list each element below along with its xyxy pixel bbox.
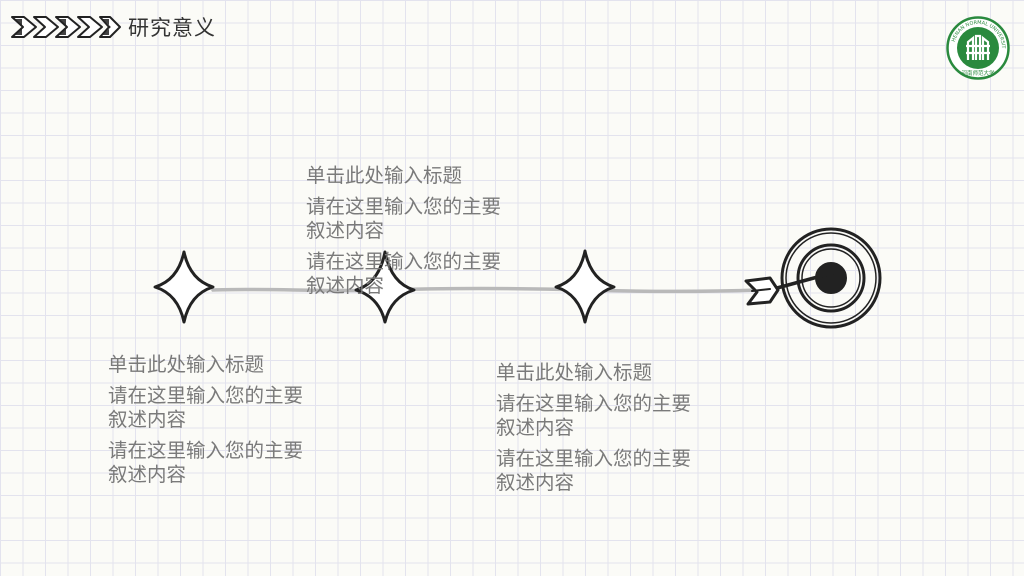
section-title: 研究意义 <box>128 16 216 40</box>
milestone-star-2 <box>354 250 416 324</box>
university-seal-icon: 河南师范大学 HENAN NORMAL UNIVERSITY <box>946 16 1010 80</box>
block-title[interactable]: 单击此处输入标题 <box>306 164 463 187</box>
block-title[interactable]: 单击此处输入标题 <box>496 361 653 384</box>
timeline-block-1: 单击此处输入标题 请在这里输入您的主要叙述内容 请在这里输入您的主要叙述内容 <box>108 353 308 494</box>
block-description[interactable]: 请在这里输入您的主要叙述内容 <box>496 392 692 439</box>
milestone-star-3 <box>554 249 616 324</box>
block-description[interactable]: 请在这里输入您的主要叙述内容 <box>306 250 502 297</box>
block-description[interactable]: 请在这里输入您的主要叙述内容 <box>108 384 304 431</box>
block-title[interactable]: 单击此处输入标题 <box>108 353 265 376</box>
timeline-line <box>211 286 762 294</box>
logo-bottom-text: 河南师范大学 <box>961 69 995 77</box>
block-description[interactable]: 请在这里输入您的主要叙述内容 <box>306 195 502 242</box>
timeline-block-3: 单击此处输入标题 请在这里输入您的主要叙述内容 请在这里输入您的主要叙述内容 <box>496 361 696 502</box>
header: 研究意义 <box>10 12 216 42</box>
target-with-arrow-icon <box>744 227 882 329</box>
milestone-star-1 <box>153 250 215 324</box>
chevron-arrows-icon <box>11 16 121 38</box>
block-description[interactable]: 请在这里输入您的主要叙述内容 <box>496 447 692 494</box>
block-description[interactable]: 请在这里输入您的主要叙述内容 <box>108 439 304 486</box>
timeline-block-2: 单击此处输入标题 请在这里输入您的主要叙述内容 请在这里输入您的主要叙述内容 <box>306 164 506 305</box>
